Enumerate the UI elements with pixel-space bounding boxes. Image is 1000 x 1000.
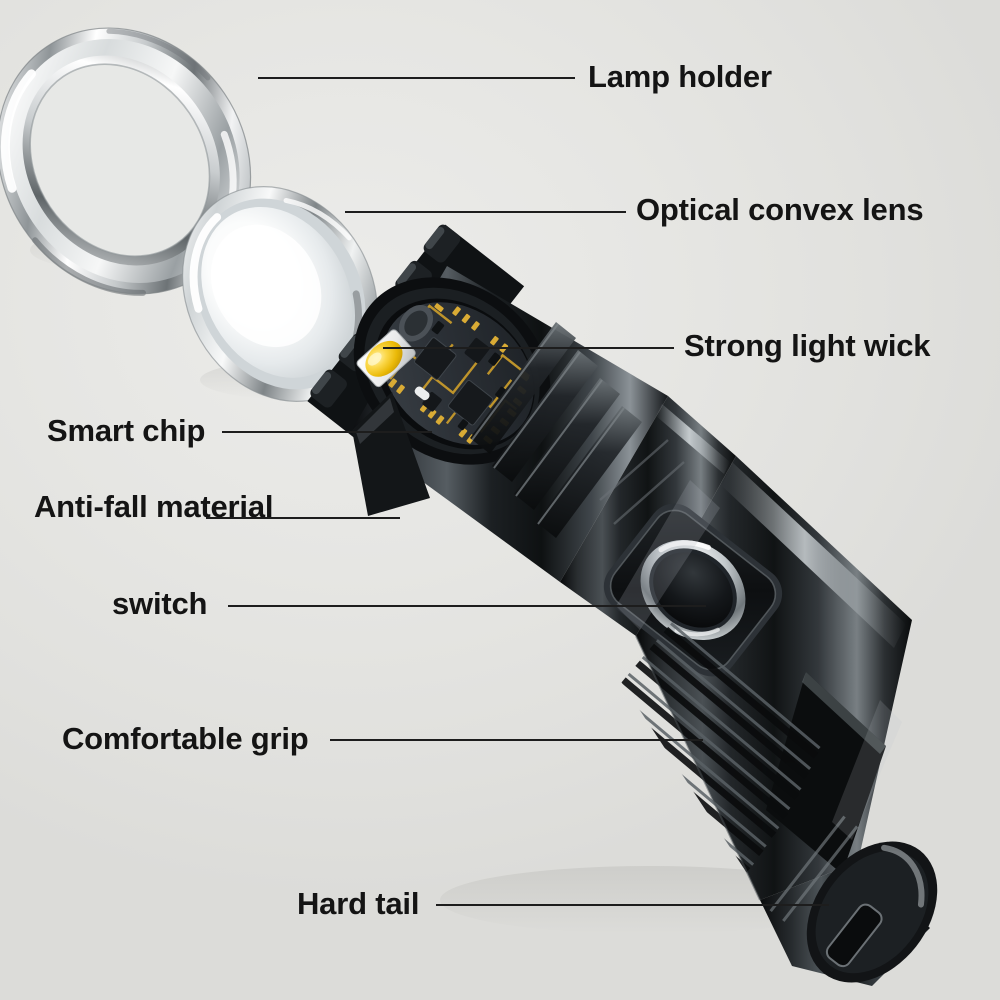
callout-lamp-holder: Lamp holder [588,59,772,94]
callout-smart-chip: Smart chip [47,413,206,448]
head-shoulder [560,396,736,636]
callout-anti-fall-material: Anti-fall material [34,489,274,524]
body-seam [635,635,761,901]
body-speculars [616,480,902,840]
side-panel [766,672,886,874]
head-grooves [599,439,685,525]
callout-optical-convex-lens: Optical convex lens [636,192,924,227]
lamp-holder-ring [0,27,252,296]
head-cooling-fins [470,322,642,538]
led-emitter [356,329,416,388]
callout-hard-tail: Hard tail [297,886,420,921]
switch[interactable] [621,519,766,660]
callout-switch: switch [112,586,208,621]
optical-convex-lens [182,186,378,402]
callout-strong-light-wick: Strong light wick [684,328,931,363]
callout-comfortable-grip: Comfortable grip [62,721,309,756]
